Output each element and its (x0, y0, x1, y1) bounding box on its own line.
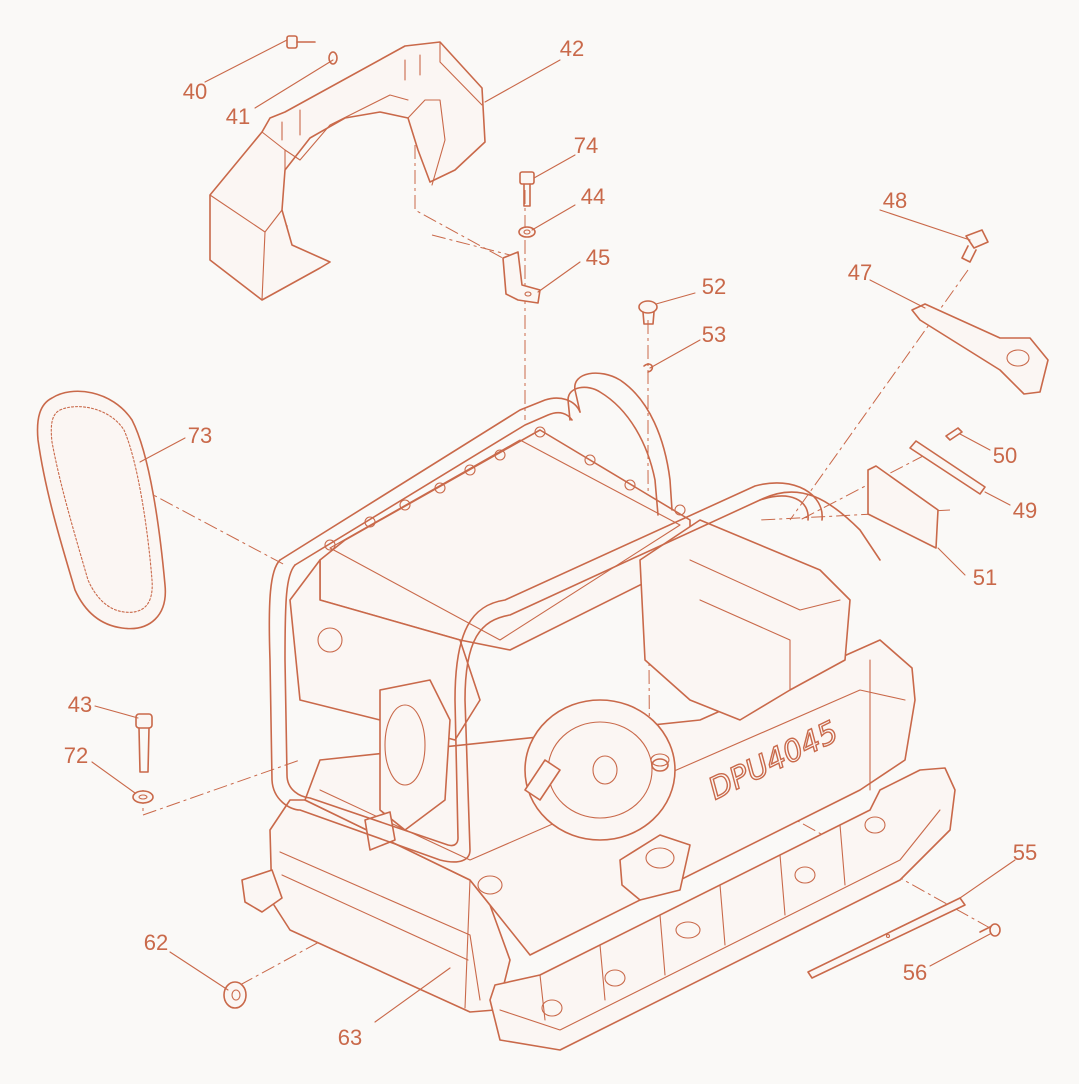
plate-compactor-body: DPU4045 (241, 372, 956, 1051)
callout-45: 45 (586, 245, 610, 270)
callout-53: 53 (702, 322, 726, 347)
bracket-45 (502, 251, 541, 304)
callout-63: 63 (338, 1025, 362, 1050)
callout-48: 48 (883, 188, 907, 213)
rail-55 (807, 897, 966, 979)
washer-53 (643, 363, 654, 373)
leader-lines (91, 39, 1016, 1023)
bolt-43 (135, 713, 153, 773)
belt-guard-42 (209, 41, 486, 301)
bolt-52 (638, 300, 658, 325)
callout-49: 49 (1013, 498, 1037, 523)
bolt-74 (519, 171, 535, 207)
bolt-48 (961, 229, 989, 263)
screw-40 (286, 35, 316, 227)
callout-47: 47 (848, 260, 872, 285)
washer-72 (132, 790, 154, 804)
callout-73: 73 (188, 423, 212, 448)
callout-52: 52 (702, 274, 726, 299)
callout-55: 55 (1013, 840, 1037, 865)
washer-44 (518, 226, 536, 238)
callout-43: 43 (68, 692, 92, 717)
v-belt-73 (36, 390, 167, 630)
callout-74: 74 (574, 133, 598, 158)
callout-42: 42 (560, 36, 584, 61)
callout-51: 51 (973, 565, 997, 590)
strip-49 (909, 440, 986, 495)
callout-56: 56 (903, 960, 927, 985)
plate-51 (867, 465, 939, 549)
top-rail-bolts (324, 426, 686, 551)
callout-50: 50 (993, 443, 1017, 468)
callout-62: 62 (144, 930, 168, 955)
lifting-plate-47 (911, 303, 1049, 395)
screw-50 (945, 427, 963, 441)
callout-44: 44 (581, 184, 605, 209)
callout-40: 40 (183, 79, 207, 104)
callout-41: 41 (226, 104, 250, 129)
callout-labels: 40 41 42 74 44 45 48 47 52 53 73 50 49 5… (64, 36, 1037, 1050)
screw-56 (979, 923, 1001, 937)
rivet-62 (223, 981, 247, 1009)
callout-72: 72 (64, 743, 88, 768)
